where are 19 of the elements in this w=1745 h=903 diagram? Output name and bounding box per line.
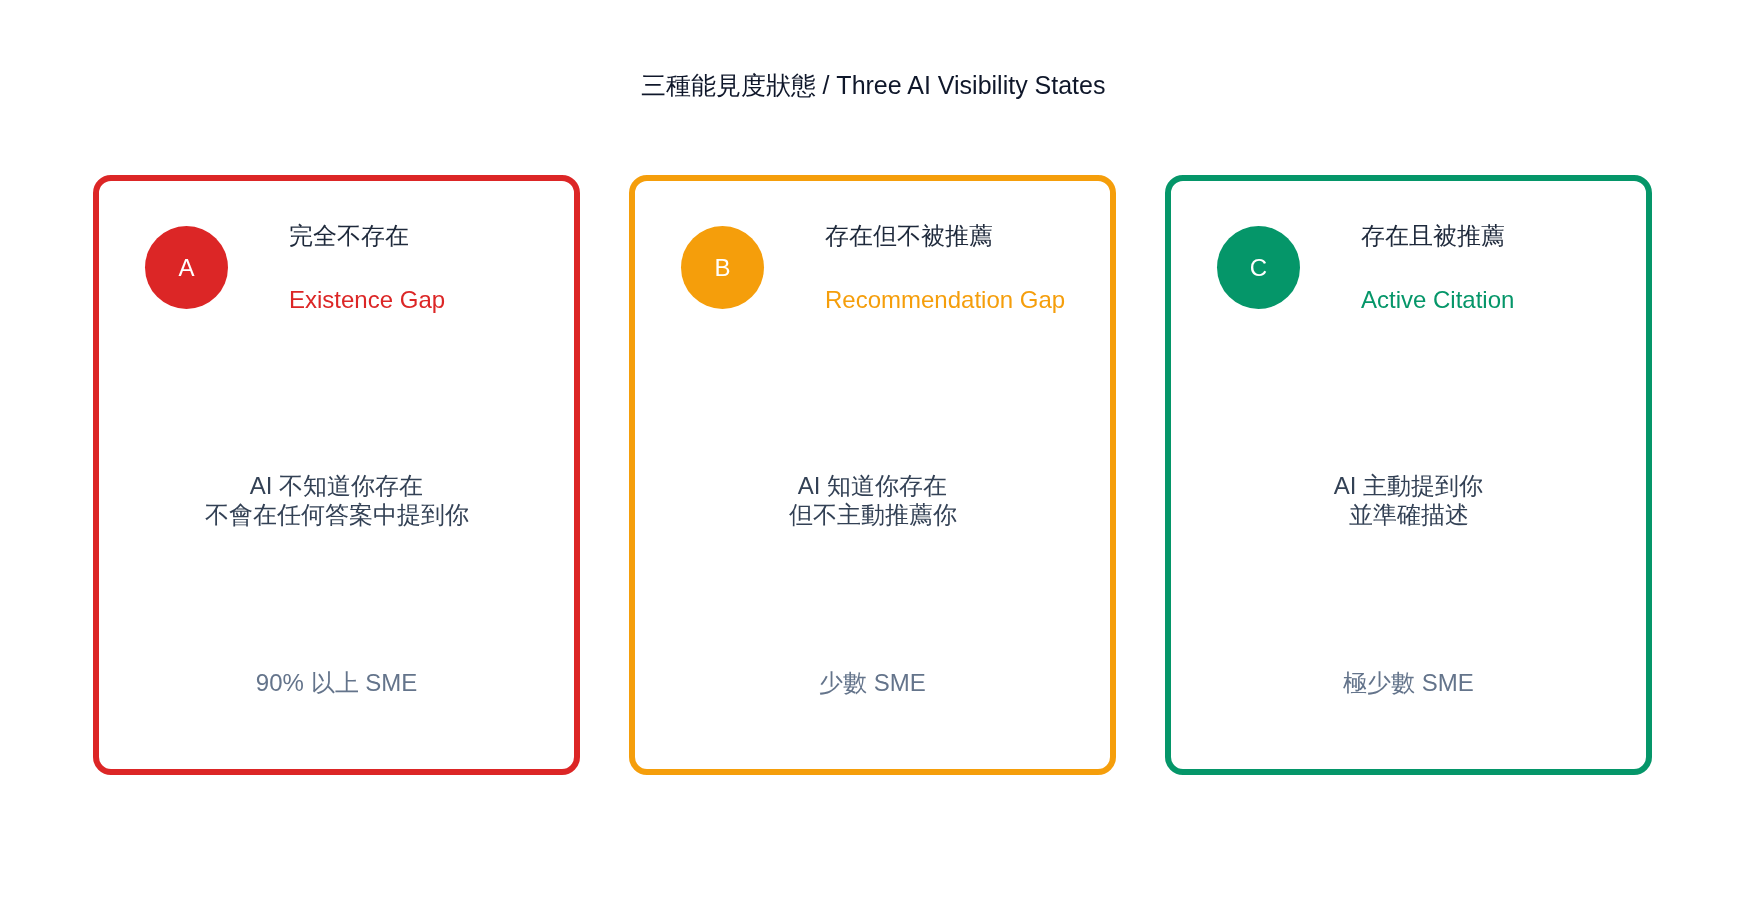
footnote-text: 少數 SME xyxy=(819,668,926,698)
description-text: AI 主動提到你並準確描述 xyxy=(1333,471,1484,529)
card-subtitle: Existence Gap xyxy=(289,285,446,315)
card-subtitle: Active Citation xyxy=(1361,285,1515,315)
description-text: AI 不知道你存在不會在任何答案中提到你 xyxy=(204,471,469,529)
footnote-text: 極少數 SME xyxy=(1343,668,1474,698)
letter-circle: C xyxy=(1217,226,1300,309)
card-heading: 存在但不被推薦 xyxy=(825,221,993,251)
description-text: AI 知道你存在但不主動推薦你 xyxy=(788,471,957,529)
letter-circle: A xyxy=(145,226,228,309)
state-card xyxy=(93,175,580,775)
state-card xyxy=(629,175,1116,775)
diagram-title: 三種能見度狀態 / Three AI Visibility States xyxy=(640,70,1106,100)
card-subtitle: Recommendation Gap xyxy=(825,285,1066,315)
footnote-text: 90% 以上 SME xyxy=(255,668,418,698)
state-card xyxy=(1165,175,1652,775)
card-heading: 存在且被推薦 xyxy=(1361,221,1505,251)
letter-circle: B xyxy=(681,226,764,309)
card-heading: 完全不存在 xyxy=(289,221,409,251)
